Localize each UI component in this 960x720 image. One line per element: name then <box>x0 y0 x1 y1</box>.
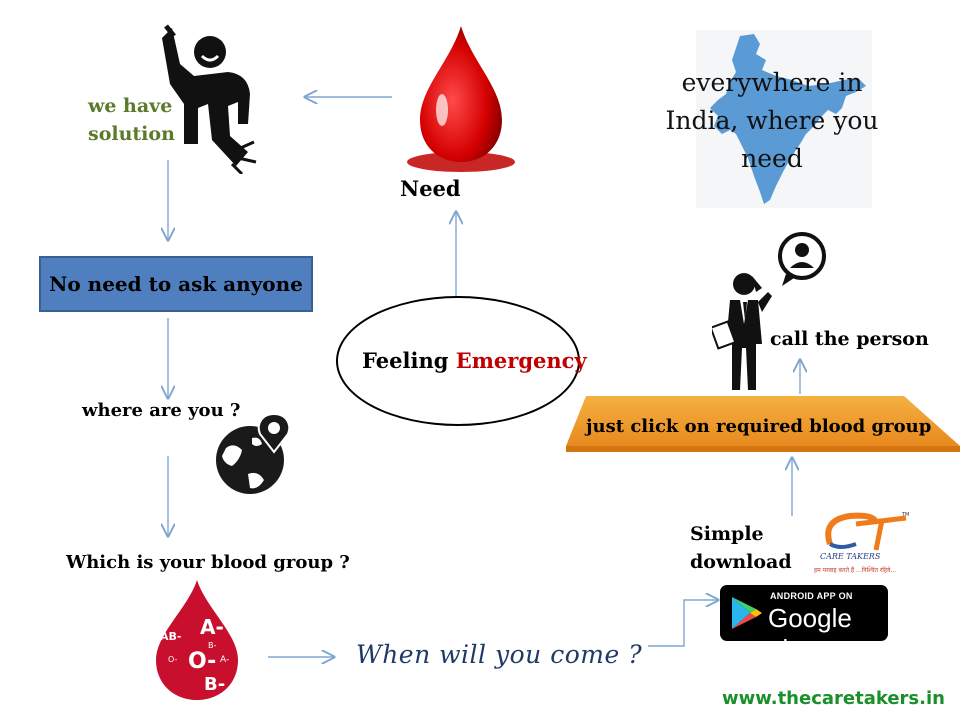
arrow-when-to-play <box>648 600 718 647</box>
solution-label: we have solution <box>88 92 175 148</box>
need-label: Need <box>400 176 461 201</box>
solution-line1: we have <box>88 95 173 117</box>
play-store-icon <box>732 597 762 629</box>
trademark: TM <box>901 512 909 518</box>
click-group-label: just click on required blood group <box>586 416 932 437</box>
website-link[interactable]: www.thecaretakers.in <box>722 688 945 709</box>
group-label-ab: AB- <box>160 630 181 643</box>
group-label-b: B- <box>204 674 225 695</box>
emergency-ellipse <box>336 296 580 426</box>
group-label-a-small: A- <box>220 655 229 665</box>
care-takers-logo-icon: TM <box>825 512 909 551</box>
blood-group-drop-icon: AB- A- B- O- A- O- B- <box>156 580 238 700</box>
group-label-o-small: O- <box>168 655 178 664</box>
group-label-b-small: B- <box>208 641 216 650</box>
group-label-o: O- <box>188 649 216 674</box>
google-play-big-text: Google play <box>768 603 852 664</box>
when-label: When will you come ? <box>356 640 643 669</box>
call-person-label: call the person <box>770 328 929 350</box>
feeling-emergency-label: Feeling Emergency <box>362 348 587 373</box>
click-group-bar <box>566 396 960 452</box>
where-label: where are you ? <box>82 400 241 421</box>
care-takers-tagline: हम परवाह करते हैं ...निश्चिंत रहिये... <box>814 567 897 574</box>
globe-location-icon <box>216 412 291 494</box>
solution-line2: solution <box>88 123 175 145</box>
no-need-label: No need to ask anyone <box>49 272 303 296</box>
feeling-prefix: Feeling <box>362 348 456 373</box>
group-label-a: A- <box>200 615 224 639</box>
google-play-badge[interactable]: ANDROID APP ON Google play <box>720 585 888 664</box>
no-need-box: No need to ask anyone <box>39 256 313 312</box>
emergency-word: Emergency <box>455 348 587 373</box>
everywhere-label: everywhere in India, where you need <box>665 68 879 173</box>
google-play-small-text: ANDROID APP ON <box>770 591 853 601</box>
india-map-icon <box>696 30 872 208</box>
simple-line1: Simple <box>690 523 764 545</box>
which-group-label: Which is your blood group ? <box>66 552 350 573</box>
simple-line2: download <box>690 551 792 573</box>
businessman-phone-icon <box>712 232 826 390</box>
care-takers-name: CARE TAKERS <box>820 552 881 561</box>
happy-person-icon <box>162 24 257 174</box>
blood-drop-icon <box>407 26 515 172</box>
simple-download-label: Simple download <box>690 520 792 576</box>
